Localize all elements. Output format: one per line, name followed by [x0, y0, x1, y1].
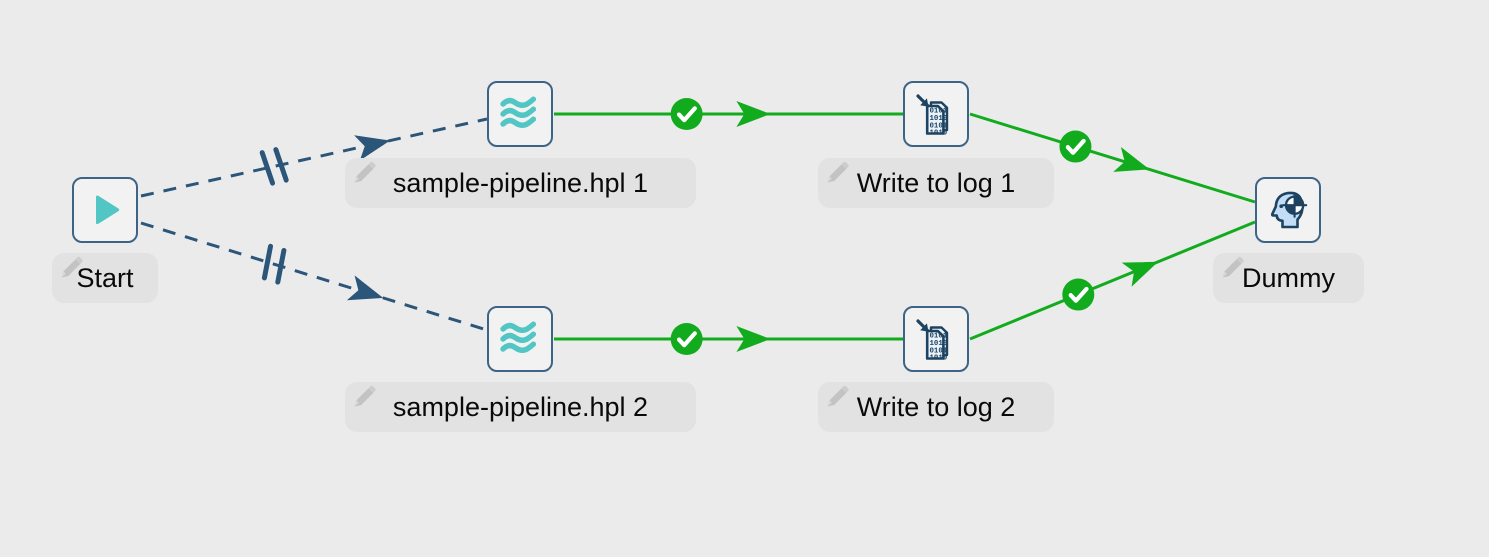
node-dummy[interactable]	[1255, 177, 1321, 243]
parallel-bar-1	[259, 150, 276, 186]
check-circle	[1059, 130, 1092, 163]
node-label-text: Write to log 2	[856, 391, 1016, 422]
svg-text:1010: 1010	[930, 340, 948, 348]
node-start[interactable]	[72, 177, 138, 243]
edit-pencil-icon[interactable]	[1219, 255, 1245, 281]
check-mark	[676, 331, 697, 348]
check-circle	[1062, 278, 1095, 311]
svg-text:0101: 0101	[930, 122, 948, 130]
pipeline-waves-icon	[496, 90, 544, 138]
check-circle	[670, 98, 703, 130]
node-label-write-to-log-2[interactable]: Write to log 2	[818, 382, 1054, 432]
check-mark	[1065, 138, 1086, 155]
hop-write-to-log-2-to-dummy[interactable]	[969, 220, 1256, 341]
success-check-icon[interactable]	[1059, 130, 1092, 163]
hop-pipeline-2-to-write-to-log-2[interactable]	[554, 323, 903, 355]
node-label-write-to-log-1[interactable]: Write to log 1	[818, 158, 1054, 208]
node-label-pipeline-1[interactable]: sample-pipeline.hpl 1	[345, 158, 696, 208]
hop-write-to-log-1-to-dummy[interactable]	[969, 112, 1256, 204]
svg-text:0101: 0101	[930, 347, 948, 355]
hop-line	[140, 221, 488, 332]
node-label-pipeline-2[interactable]: sample-pipeline.hpl 2	[345, 382, 696, 432]
hop-pipeline-1-to-write-to-log-1[interactable]	[554, 98, 903, 130]
parallel-bars-icon[interactable]	[259, 147, 289, 186]
hop-line	[969, 220, 1256, 341]
svg-text:1010: 1010	[930, 355, 948, 363]
node-pipeline-1[interactable]	[487, 81, 553, 147]
dummy-head-icon	[1264, 186, 1312, 234]
hop-arrowhead	[346, 275, 384, 301]
parallel-bar-2	[275, 247, 287, 285]
edit-pencil-icon[interactable]	[351, 384, 377, 410]
hop-start-to-pipeline-1[interactable]	[140, 117, 488, 198]
node-label-text: Write to log 1	[856, 167, 1016, 198]
hop-arrowhead	[1121, 261, 1159, 287]
node-label-text: Start	[76, 262, 134, 293]
node-pipeline-2[interactable]	[487, 306, 553, 372]
check-mark	[676, 106, 697, 123]
parallel-bar-2	[273, 147, 289, 183]
node-label-text: Dummy	[1242, 262, 1335, 293]
svg-text:0101: 0101	[930, 108, 948, 116]
success-check-icon[interactable]	[670, 323, 703, 355]
parallel-bars-icon[interactable]	[261, 243, 287, 285]
check-mark	[1068, 286, 1089, 303]
pipeline-waves-icon	[496, 315, 544, 363]
success-check-icon[interactable]	[1062, 278, 1095, 311]
hop-arrowhead	[736, 101, 771, 127]
node-label-text: sample-pipeline.hpl 1	[392, 167, 649, 198]
hop-start-to-pipeline-2[interactable]	[140, 221, 488, 332]
node-label-dummy[interactable]: Dummy	[1213, 253, 1364, 303]
parallel-bar-1	[261, 243, 274, 281]
svg-text:0101: 0101	[930, 333, 948, 341]
node-label-text: sample-pipeline.hpl 2	[392, 391, 649, 422]
edit-pencil-icon[interactable]	[824, 160, 850, 186]
success-check-icon[interactable]	[670, 98, 703, 130]
hop-arrowhead	[1113, 146, 1150, 172]
hop-arrowhead	[354, 135, 391, 161]
hop-arrowhead	[736, 326, 771, 352]
edit-pencil-icon[interactable]	[58, 255, 84, 281]
hop-line	[969, 112, 1256, 204]
edit-pencil-icon[interactable]	[824, 384, 850, 410]
check-circle	[670, 323, 703, 355]
edit-pencil-icon[interactable]	[351, 160, 377, 186]
svg-text:1010: 1010	[930, 115, 948, 123]
play-icon	[83, 188, 127, 232]
svg-text:1010: 1010	[930, 130, 948, 138]
node-label-start[interactable]: Start	[52, 253, 158, 303]
